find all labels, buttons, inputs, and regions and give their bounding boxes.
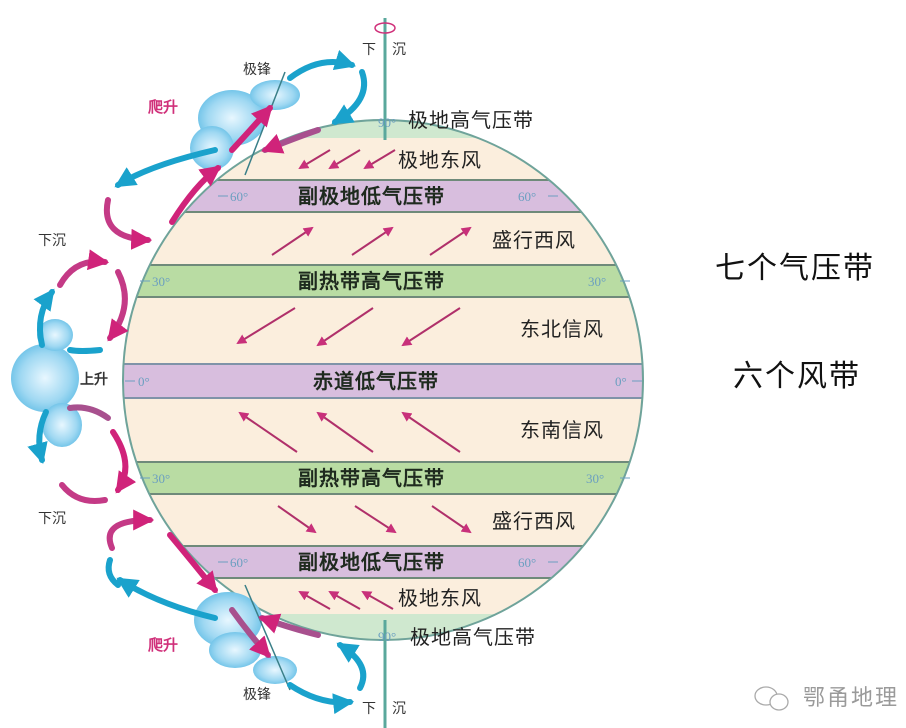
lat-label-90n: 90° — [378, 115, 397, 130]
lat-label-60n-right: 60° — [518, 189, 537, 204]
cloud-equator — [11, 319, 82, 447]
pressure-belt-equatorial-low: 赤道低气压带 — [313, 369, 439, 393]
lat-label-0-left: 0° — [138, 374, 150, 389]
circulation-cells — [27, 49, 368, 715]
pressure-belt-subtropical-high-south: 副热带高气压带 — [298, 466, 445, 490]
climb-label-south: 爬升 — [148, 636, 179, 654]
lat-label-30n-right: 30° — [588, 274, 607, 289]
globe-bands — [123, 120, 643, 640]
globe-outline — [122, 119, 644, 641]
climb-label-north: 爬升 — [148, 98, 179, 116]
latitude-ticks — [125, 195, 642, 563]
lat-label-60s-right: 60° — [518, 555, 537, 570]
descend-label-north-left: 下 — [362, 42, 376, 58]
lat-label-30s-left: 30° — [152, 471, 171, 486]
watermark-text: 鄂甬地理 — [803, 686, 900, 711]
polar-front-label-north: 极锋 — [243, 62, 271, 78]
wind-belt-westerlies-north: 盛行西风 — [492, 228, 576, 252]
pressure-belt-subpolar-low-north: 副极地低气压带 — [298, 184, 445, 208]
descend-label-north-right: 沉 — [392, 42, 406, 58]
descend-label-south-right: 沉 — [392, 701, 406, 717]
wind-belt-polar-easterlies-south: 极地东风 — [398, 586, 482, 610]
lat-label-60n-left: 60° — [230, 189, 249, 204]
summary-pressure-belts: 七个气压带 — [715, 251, 875, 286]
lat-label-90s: 90° — [378, 629, 397, 644]
descend-label-30n: 下沉 — [38, 233, 66, 249]
wind-belt-ne-trades: 东北信风 — [520, 317, 604, 341]
lat-label-60s-left: 60° — [230, 555, 249, 570]
descend-label-south-left: 下 — [362, 701, 376, 717]
pressure-belt-subpolar-low-south: 副极地低气压带 — [298, 550, 445, 574]
pressure-belt-polar-high-south: 极地高气压带 — [410, 625, 536, 649]
pressure-belt-polar-high-north: 极地高气压带 — [408, 108, 534, 132]
summary-wind-belts: 六个风带 — [733, 359, 861, 394]
lat-label-30s-right: 30° — [586, 471, 605, 486]
ascend-label-equator: 上升 — [80, 372, 108, 388]
wind-belt-se-trades: 东南信风 — [520, 418, 604, 442]
pressure-belt-subtropical-high-north: 副热带高气压带 — [298, 269, 445, 293]
descend-label-30s: 下沉 — [38, 511, 66, 527]
rotation-icon — [374, 22, 396, 34]
wind-belt-polar-easterlies-north: 极地东风 — [398, 148, 482, 172]
wechat-icon — [754, 686, 789, 711]
polar-front-label-south: 极锋 — [243, 687, 271, 703]
lat-label-30n-left: 30° — [152, 274, 171, 289]
cloud-south — [194, 592, 297, 684]
wind-arrows — [236, 149, 472, 610]
wind-belt-westerlies-south: 盛行西风 — [492, 509, 576, 533]
lat-label-0-right: 0° — [615, 374, 627, 389]
